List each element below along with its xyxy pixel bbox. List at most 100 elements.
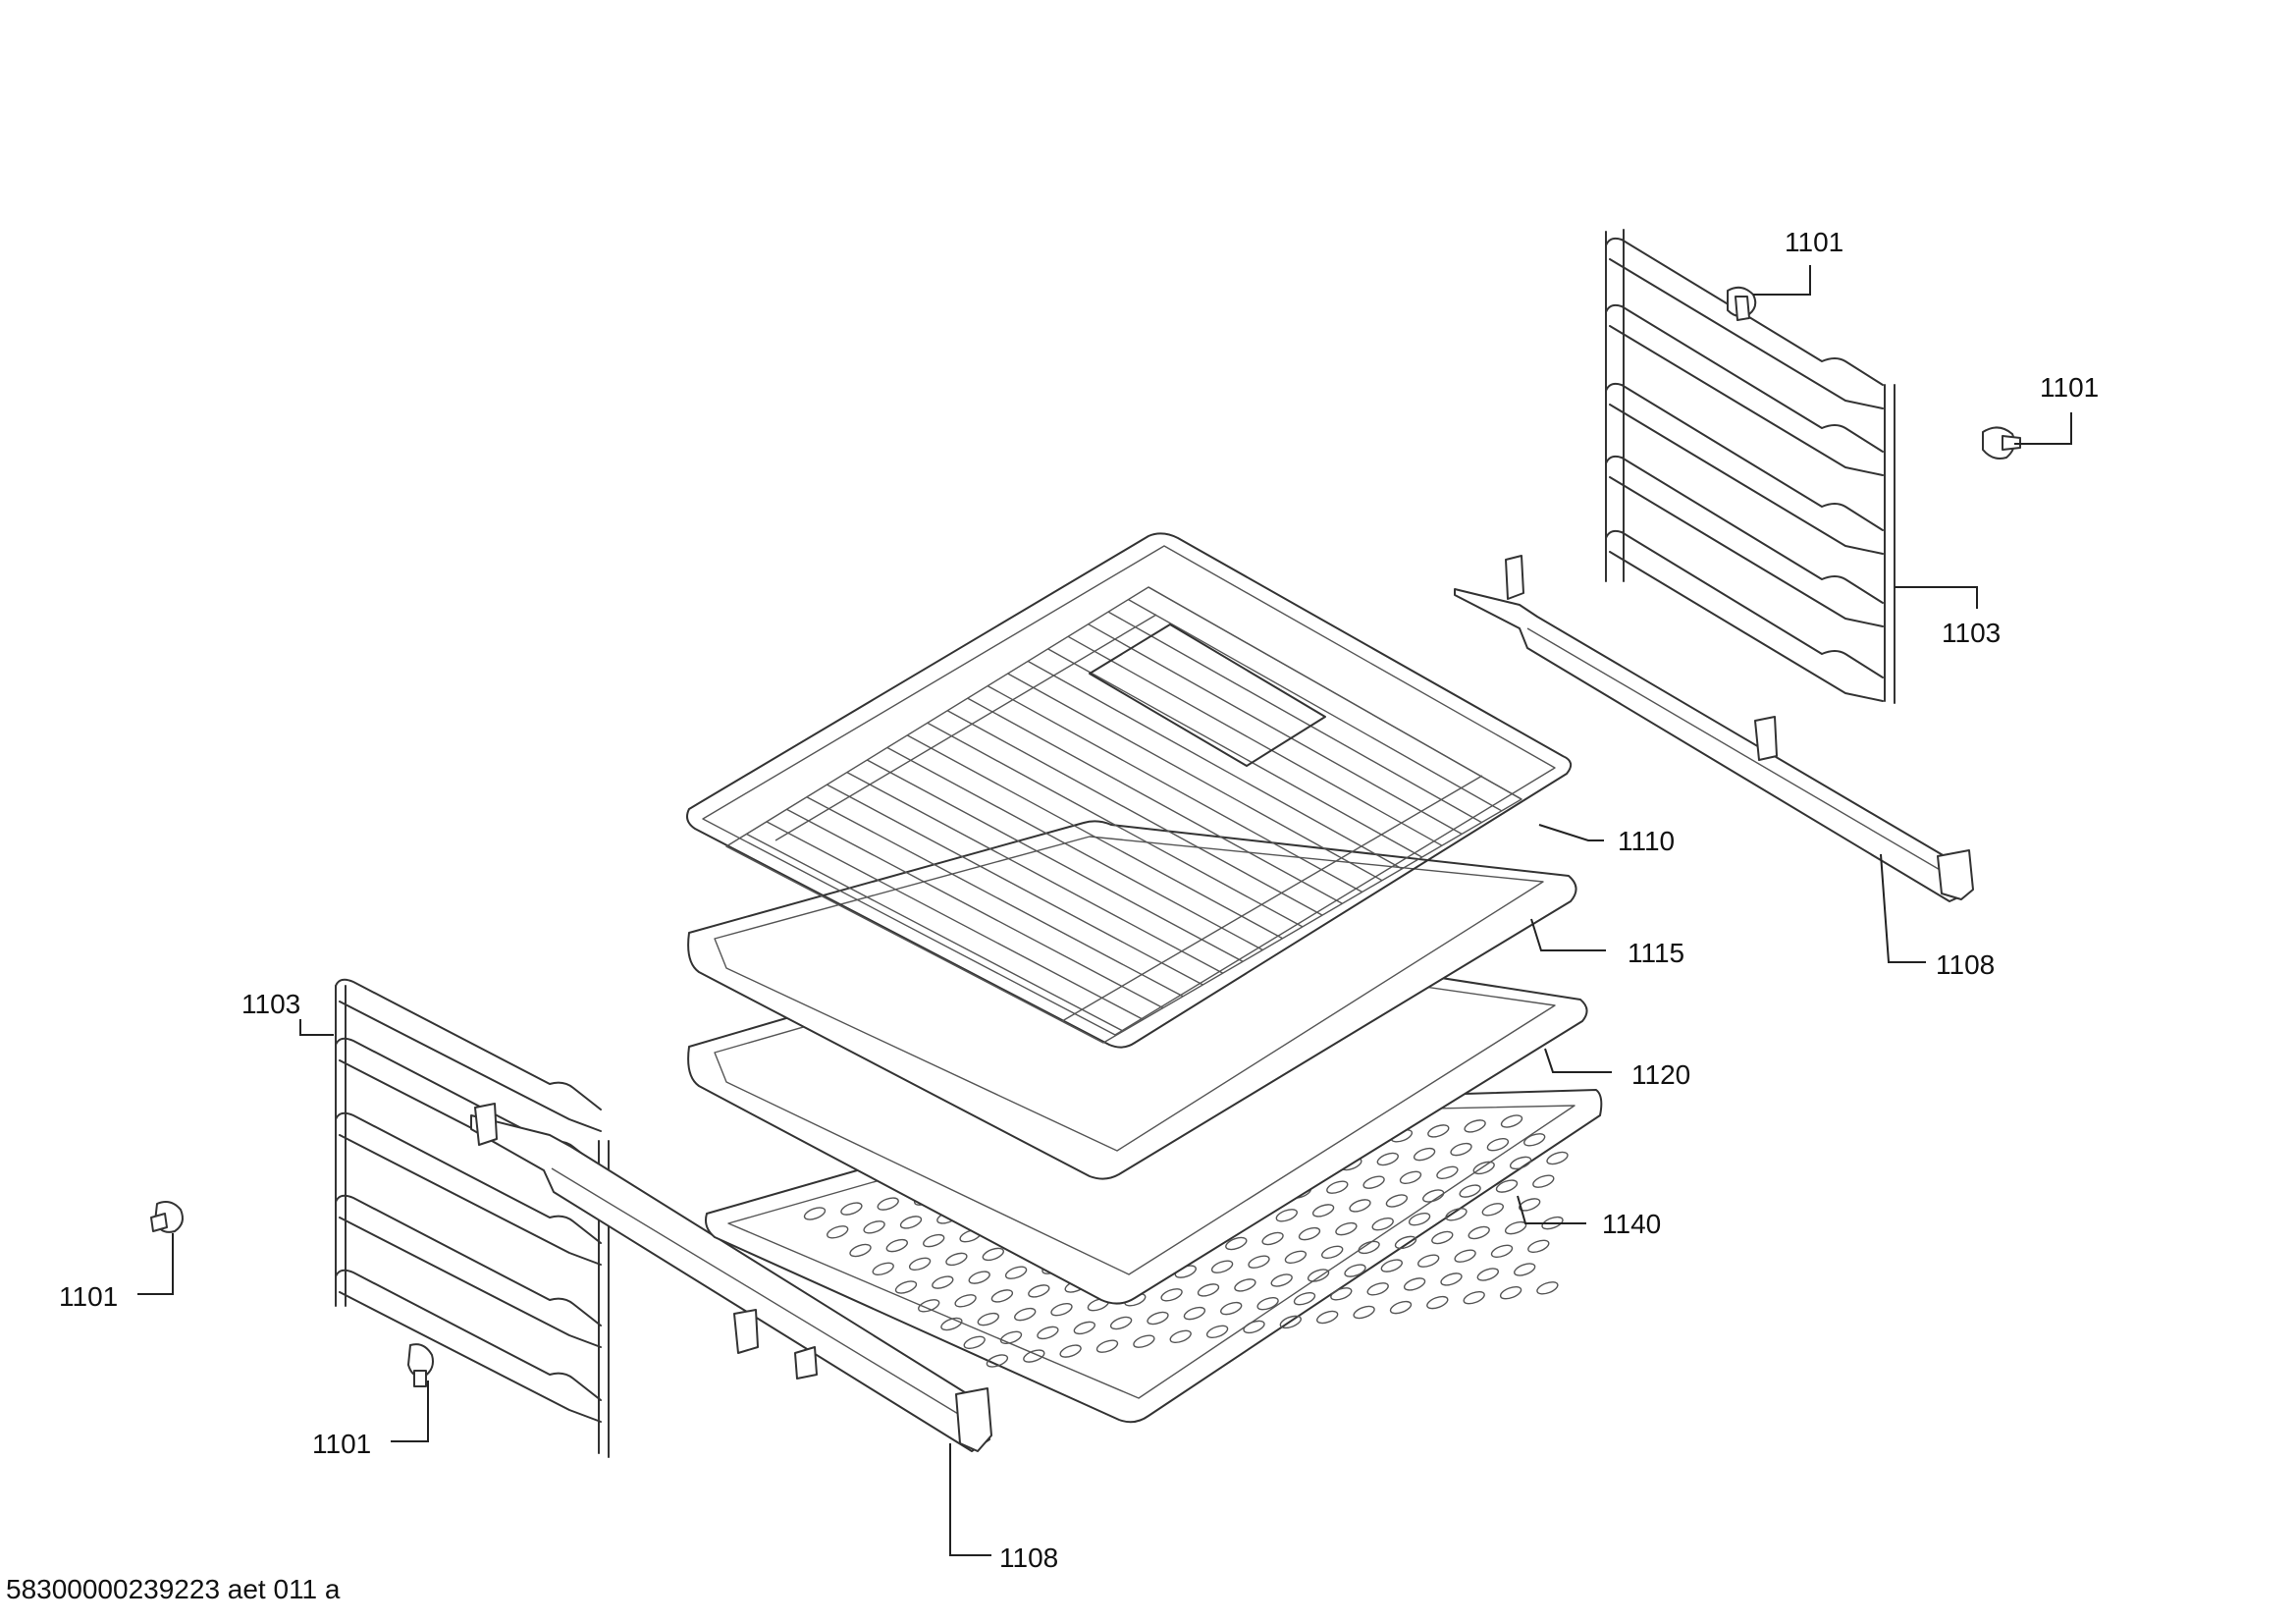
perforation-hole (999, 1330, 1023, 1345)
perforation-hole (1014, 1307, 1037, 1322)
perforation-hole (1059, 1344, 1082, 1358)
perforation-hole (1541, 1216, 1564, 1230)
perforation-hole (1490, 1244, 1514, 1259)
callout-1103-right: 1103 (1942, 618, 2001, 648)
drawing-stroke (339, 1291, 602, 1423)
perforation-hole (1376, 1152, 1399, 1166)
perforation-hole (1476, 1268, 1499, 1281)
drawing-stroke (339, 1134, 602, 1266)
side-rack-left (335, 978, 610, 1458)
drawing-stroke (1609, 551, 1884, 702)
perforation-hole (1073, 1321, 1095, 1335)
perforation-hole (1472, 1161, 1495, 1175)
drawing-stroke (806, 796, 1184, 998)
callout-1108-left: 1108 (999, 1543, 1058, 1573)
perforation-hole (1261, 1231, 1284, 1246)
callout-1103-left: 1103 (241, 989, 300, 1019)
shallow-tray (687, 820, 1577, 1180)
perforation-hole (1311, 1204, 1335, 1218)
perforation-hole (945, 1252, 968, 1267)
perforation-hole (1385, 1194, 1409, 1208)
perforation-hole (1546, 1151, 1569, 1165)
callout-1120: 1120 (1631, 1059, 1690, 1090)
perforation-hole (1205, 1325, 1229, 1339)
drawing-stroke (766, 821, 1144, 1021)
wire-rack (686, 532, 1573, 1049)
perforation-hole (968, 1271, 990, 1284)
perforation-hole (1422, 1189, 1445, 1203)
perforation-hole (1037, 1326, 1059, 1340)
drawing-stroke (906, 734, 1283, 940)
perforation-hole (1220, 1301, 1243, 1316)
perforation-hole (1450, 1142, 1472, 1157)
perforation-hole (1394, 1235, 1417, 1250)
perforation-hole (1225, 1236, 1248, 1251)
drawing-stroke (967, 697, 1343, 904)
perforation-hole (1243, 1320, 1265, 1334)
drawing-stroke (1088, 623, 1463, 836)
perforation-hole (1413, 1147, 1436, 1162)
perforation-hole (1417, 1254, 1440, 1268)
perforation-hole (954, 1294, 977, 1308)
drawing-stroke (1128, 598, 1503, 812)
perforation-hole (1234, 1278, 1256, 1292)
perforation-hole (1349, 1199, 1371, 1213)
drawing-stroke (1605, 455, 1884, 604)
callout-1101-left: 1101 (59, 1281, 118, 1312)
perforation-hole (1279, 1315, 1302, 1329)
perforation-hole (1284, 1250, 1308, 1265)
perforation-hole (840, 1202, 863, 1216)
perforation-hole (1362, 1175, 1385, 1189)
drawing-stroke (886, 746, 1263, 951)
perforation-hole (1500, 1114, 1523, 1128)
perforation-hole (1210, 1260, 1234, 1273)
drawing-stroke (1605, 237, 1884, 386)
drawing-stroke (866, 759, 1244, 962)
perforation-hole (1326, 1180, 1349, 1194)
perforation-hole (1468, 1225, 1490, 1240)
telescopic-rail-right (1454, 555, 1974, 902)
perforation-hole (1344, 1264, 1366, 1277)
callout-1101-top: 1101 (1785, 227, 1843, 257)
perforation-hole (932, 1275, 954, 1289)
perforation-hole (923, 1233, 945, 1248)
perforation-hole (872, 1262, 894, 1276)
perforation-hole (1536, 1281, 1559, 1295)
perforation-hole (885, 1238, 908, 1253)
drawing-stroke (1047, 648, 1422, 858)
perforation-hole (1307, 1269, 1330, 1282)
perforation-hole (908, 1257, 932, 1272)
drawing-stroke (786, 808, 1164, 1009)
drawing-stroke (335, 978, 602, 1110)
perforation-hole (1532, 1174, 1555, 1188)
drawing-stroke (1609, 404, 1884, 555)
fastener-1101-right (1982, 426, 2021, 460)
drawing-stroke (1148, 586, 1522, 800)
perforation-hole (1371, 1217, 1394, 1231)
drawing-stroke (1605, 382, 1884, 531)
perforation-hole (1248, 1255, 1270, 1269)
perforation-hole (1426, 1295, 1449, 1310)
perforation-hole (1109, 1316, 1133, 1330)
drawing-stroke (1605, 303, 1884, 453)
perforation-hole (1464, 1119, 1486, 1133)
leader-lines (137, 265, 2072, 1556)
callout-1101-bottom: 1101 (312, 1429, 371, 1459)
perforation-hole (803, 1207, 827, 1220)
perforation-hole (1183, 1306, 1206, 1321)
drawing-stroke (946, 710, 1323, 916)
perforation-hole (1408, 1212, 1431, 1226)
drawing-stroke (1007, 673, 1383, 882)
perforation-hole (1316, 1310, 1339, 1325)
perforation-hole (977, 1312, 999, 1326)
perforation-hole (1445, 1208, 1468, 1221)
perforation-hole (1330, 1287, 1353, 1301)
perforation-hole (1358, 1240, 1380, 1255)
drawing-stroke (1609, 258, 1884, 409)
callout-1108-right: 1108 (1936, 949, 1995, 980)
perforation-hole (1481, 1203, 1504, 1217)
perforation-hole (1366, 1282, 1389, 1296)
perforation-hole (1389, 1300, 1413, 1315)
perforation-hole (1431, 1230, 1454, 1245)
